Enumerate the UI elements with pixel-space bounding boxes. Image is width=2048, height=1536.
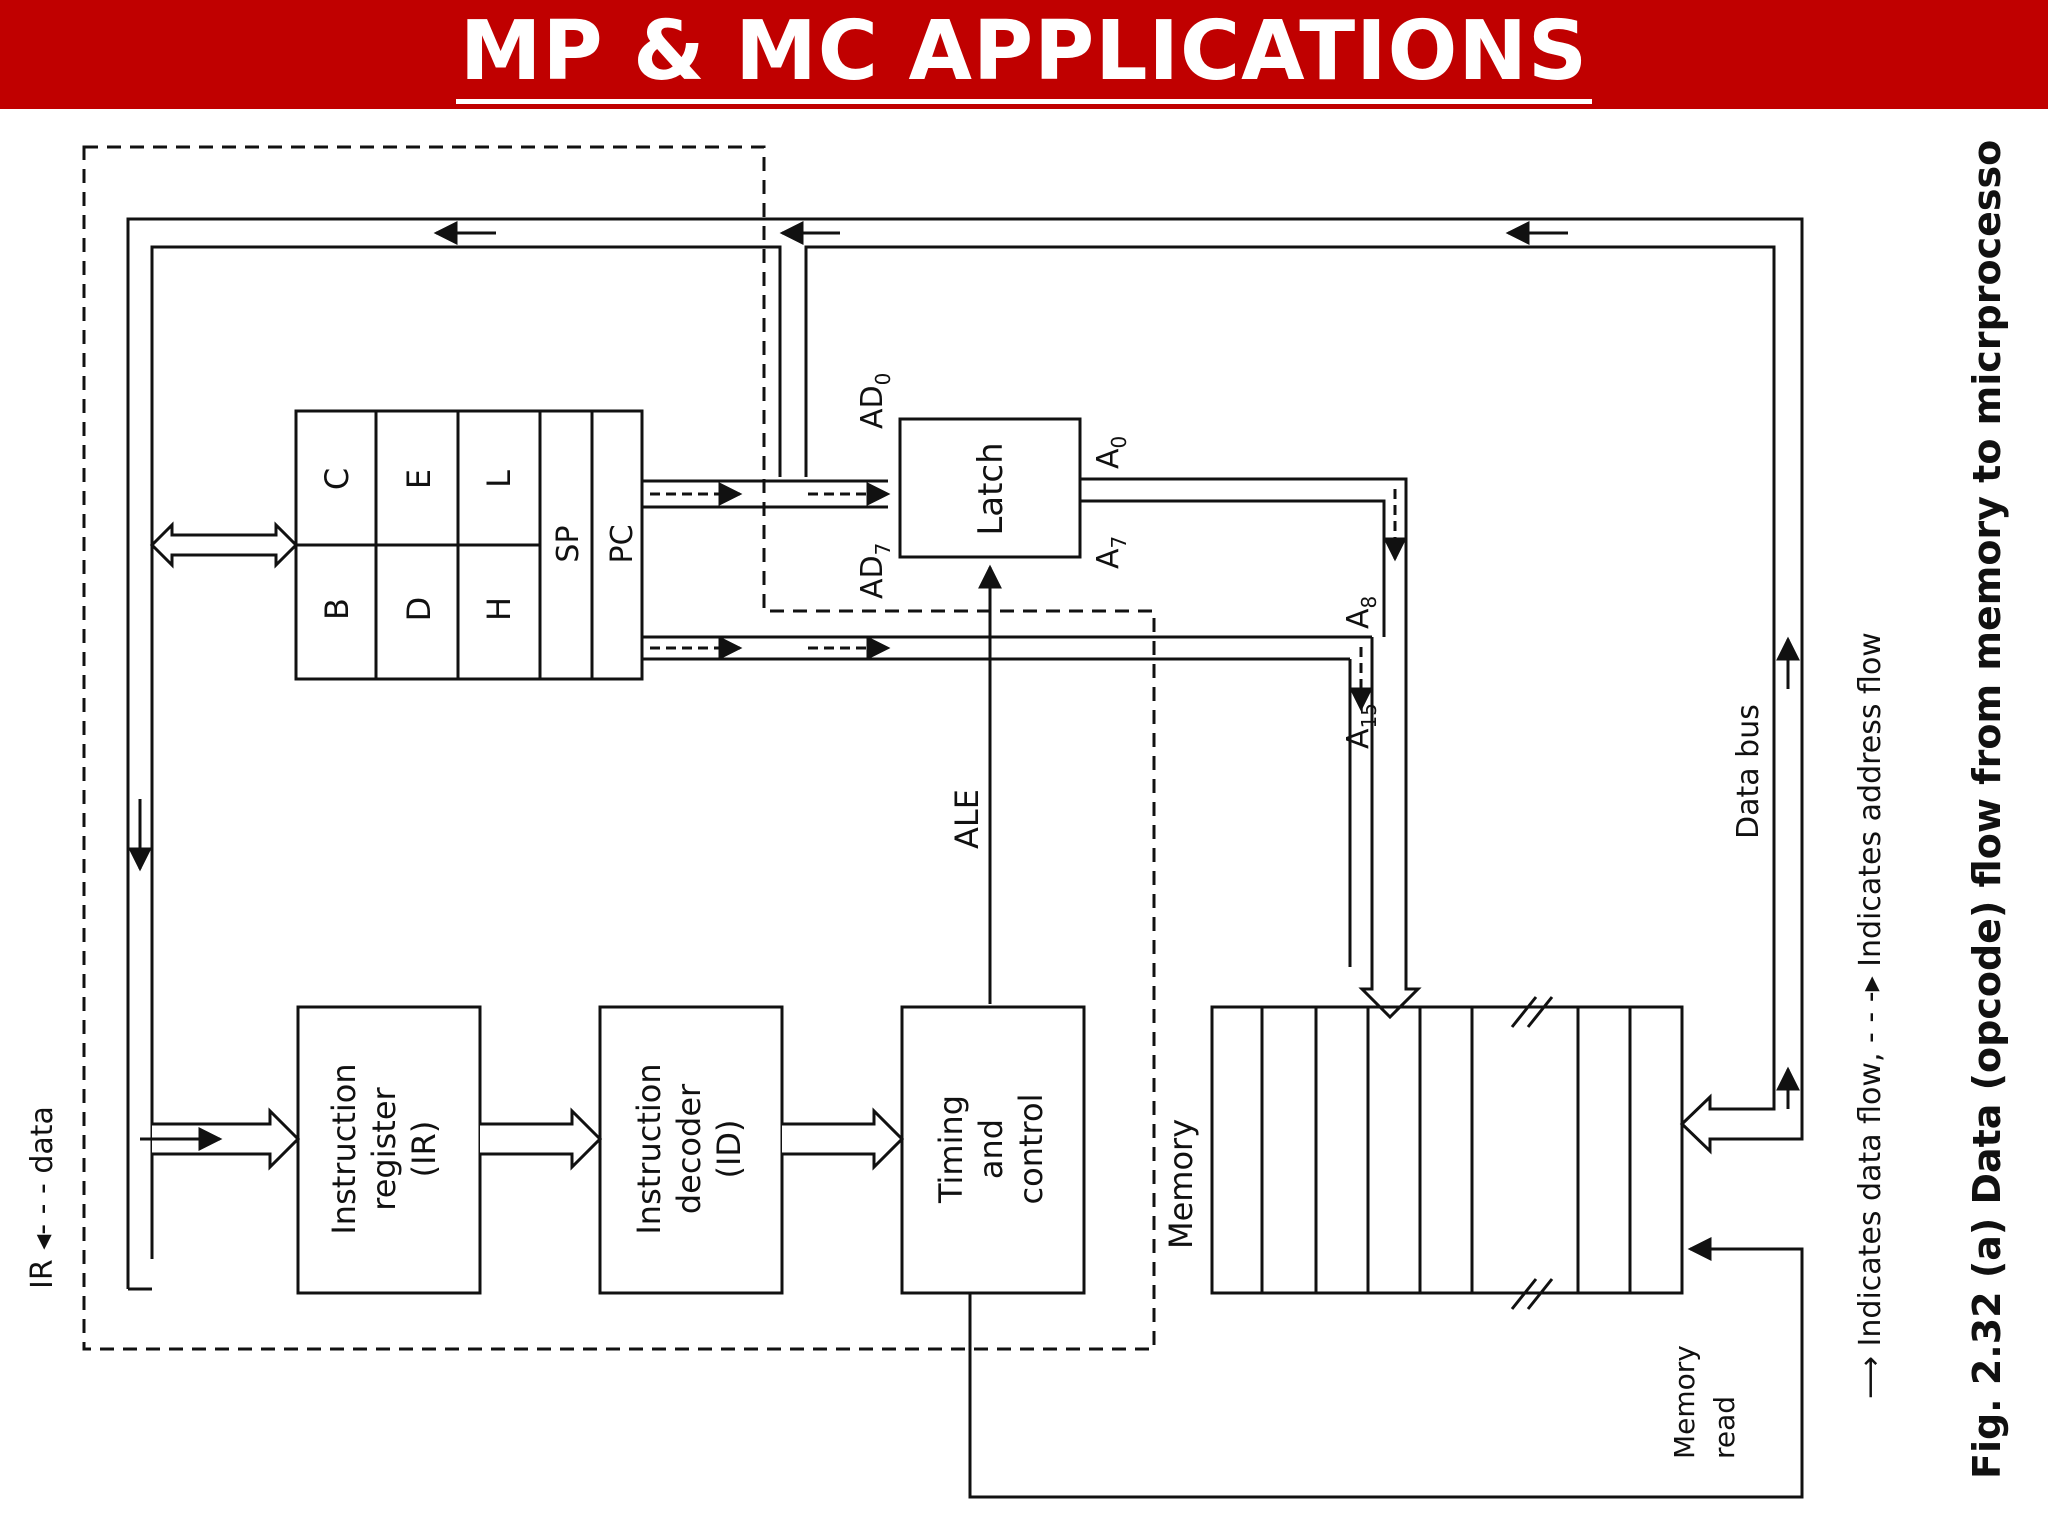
ad7-label: AD7 bbox=[855, 543, 895, 599]
address-arrow bbox=[1358, 967, 1422, 1020]
timing-control-box bbox=[900, 1005, 1086, 1295]
reg-c: C bbox=[318, 468, 356, 490]
title-banner: MP & MC APPLICATIONS bbox=[0, 0, 2048, 109]
legend: ⟶ Indicates data flow, - - -▸ Indicates … bbox=[1853, 632, 1888, 1399]
memory-data-arrow bbox=[1679, 1093, 1760, 1155]
figure-caption: Fig. 2.32 (a) Data (opcode) flow from me… bbox=[1965, 140, 2009, 1479]
data-bus-outer bbox=[126, 217, 1804, 1289]
ad0-label: AD0 bbox=[855, 373, 895, 429]
svg-text:(IR): (IR) bbox=[405, 1121, 443, 1178]
ale-label: ALE bbox=[948, 789, 986, 849]
ir-data-note: IR ◂- - - data bbox=[25, 1106, 60, 1289]
ir-input-arrow bbox=[152, 1107, 301, 1171]
data-bus-label: Data bus bbox=[1731, 704, 1766, 839]
latch-box bbox=[898, 417, 1082, 559]
svg-text:register: register bbox=[365, 1086, 403, 1210]
reg-h: H bbox=[480, 597, 518, 621]
svg-text:read: read bbox=[1708, 1396, 1741, 1459]
slide-title: MP & MC APPLICATIONS bbox=[455, 4, 1593, 104]
svg-text:and: and bbox=[972, 1119, 1010, 1179]
cpu-boundary bbox=[82, 145, 1156, 1351]
reg-pc: PC bbox=[605, 524, 640, 563]
a8-label: A8 bbox=[1341, 596, 1381, 629]
register-bidir-arrow bbox=[149, 521, 299, 569]
latch-label: Latch bbox=[971, 442, 1011, 535]
data-bus-inner bbox=[150, 245, 782, 1259]
a15-label: A15 bbox=[1341, 703, 1381, 749]
svg-text:Timing: Timing bbox=[932, 1095, 970, 1204]
reg-d: D bbox=[400, 597, 438, 622]
svg-text:Instruction: Instruction bbox=[325, 1063, 363, 1234]
id-to-tc-arrow bbox=[782, 1107, 905, 1171]
reg-sp: SP bbox=[551, 525, 586, 562]
a0-label: A0 bbox=[1091, 436, 1131, 469]
svg-text:control: control bbox=[1012, 1094, 1050, 1205]
reg-b: B bbox=[318, 598, 356, 620]
svg-text:(ID): (ID) bbox=[710, 1119, 748, 1178]
ir-to-id-arrow bbox=[480, 1107, 603, 1171]
data-flow-diagram: B C D E H L SP PC Latch Instruction regi… bbox=[25, 140, 2009, 1499]
a7-label: A7 bbox=[1091, 536, 1131, 569]
memory-box bbox=[1210, 1005, 1684, 1295]
memory-label: Memory bbox=[1162, 1119, 1200, 1249]
svg-text:Memory: Memory bbox=[1668, 1345, 1701, 1459]
reg-l: L bbox=[480, 470, 518, 488]
svg-text:decoder: decoder bbox=[670, 1083, 708, 1214]
reg-e: E bbox=[400, 469, 438, 489]
svg-text:Instruction: Instruction bbox=[630, 1063, 668, 1234]
